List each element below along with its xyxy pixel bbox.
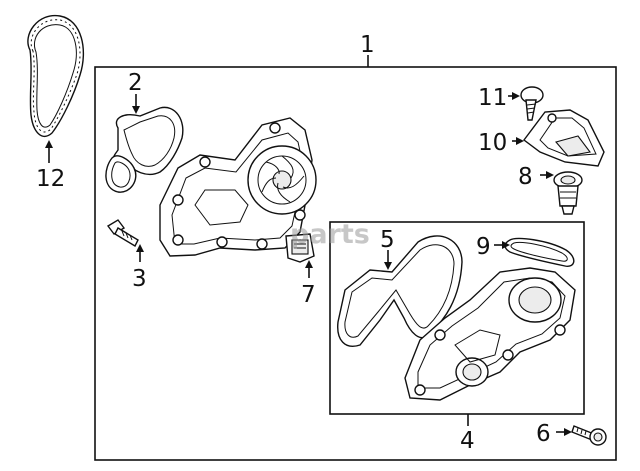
callout-6-arrow <box>564 428 572 436</box>
callout-11-arrow <box>512 92 520 100</box>
callout-6[interactable]: 6 <box>536 421 551 447</box>
callout-2-arrow <box>132 106 140 114</box>
thermostat-housing-icon <box>404 267 576 401</box>
pump-gasket-icon <box>105 106 184 193</box>
callout-3[interactable]: 3 <box>132 266 147 292</box>
callout-10-arrow <box>516 137 524 145</box>
sensor-icon <box>285 233 315 263</box>
callout-5[interactable]: 5 <box>380 227 395 253</box>
callout-4[interactable]: 4 <box>460 428 475 454</box>
callout-5-arrow <box>384 262 392 270</box>
bolt-icon <box>571 425 607 446</box>
callout-1[interactable]: 1 <box>360 32 375 58</box>
bolt-icon <box>106 219 139 247</box>
callout-7[interactable]: 7 <box>301 282 316 308</box>
callout-9-arrow <box>502 241 510 249</box>
o-ring-icon <box>504 237 575 267</box>
callout-9[interactable]: 9 <box>476 234 491 260</box>
callout-8-arrow <box>546 171 554 179</box>
callout-12-arrow <box>45 140 53 148</box>
bracket-icon <box>523 109 605 167</box>
callout-11[interactable]: 11 <box>478 85 507 111</box>
watermark: parts <box>290 219 370 250</box>
thermostat-icon <box>553 171 583 215</box>
subassembly-frame <box>329 221 585 415</box>
callout-8[interactable]: 8 <box>518 164 533 190</box>
callout-2[interactable]: 2 <box>128 70 143 96</box>
belt-icon <box>27 14 84 138</box>
water-pump-icon <box>159 117 317 257</box>
callout-3-arrow <box>136 244 144 252</box>
screw-icon <box>520 86 544 121</box>
callout-10[interactable]: 10 <box>478 130 507 156</box>
assembly-frame <box>94 66 617 461</box>
callout-12[interactable]: 12 <box>36 166 65 192</box>
callout-7-arrow <box>305 260 313 268</box>
